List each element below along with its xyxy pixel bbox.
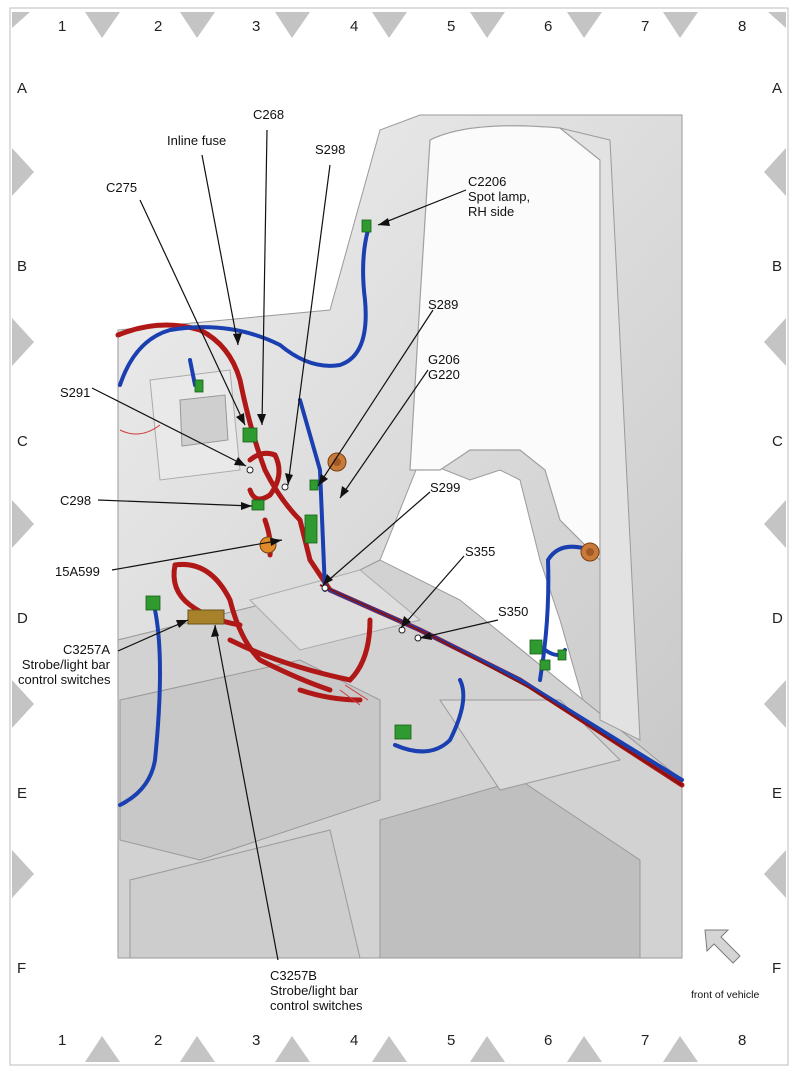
- c2206-connector: [361, 219, 372, 233]
- grid-col-4-top: 4: [350, 18, 359, 35]
- callout-s350: S350: [498, 604, 529, 619]
- grid-col-8-bottom: 8: [738, 1032, 747, 1049]
- callout-c3257b: C3257B Strobe/light bar control switches: [270, 968, 363, 1013]
- grid-row-d-right: D: [772, 610, 783, 627]
- connector-group: [304, 514, 318, 544]
- c298-connector: [251, 499, 265, 511]
- callout-c275: C275: [106, 180, 138, 195]
- callout-15a599: 15A599: [55, 564, 100, 579]
- c3257-switch-connector: [187, 609, 225, 625]
- callout-inline-fuse: Inline fuse: [167, 133, 227, 148]
- arrow-up-left-icon: [704, 929, 741, 964]
- callout-g206-g220: G206 G220: [428, 352, 460, 382]
- vehicle-body: [117, 114, 683, 959]
- grid-col-3-bottom: 3: [252, 1032, 261, 1049]
- grid-row-b-right: B: [772, 258, 783, 275]
- grid-col-6-top: 6: [544, 18, 553, 35]
- c275-connector: [242, 427, 258, 443]
- grid-col-7-bottom: 7: [641, 1032, 650, 1049]
- grid-col-3-top: 3: [252, 18, 261, 35]
- harness-edge: [319, 584, 683, 786]
- grid-col-5-top: 5: [447, 18, 456, 35]
- grid-col-5-bottom: 5: [447, 1032, 456, 1049]
- callout-s298: S298: [315, 142, 346, 157]
- grid-row-d-left: D: [17, 610, 28, 627]
- grid-col-4-bottom: 4: [350, 1032, 359, 1049]
- grid-row-f-left: F: [17, 960, 27, 977]
- top-border-triangles: [12, 12, 786, 38]
- callout-c2206: C2206 Spot lamp, RH side: [468, 174, 531, 219]
- right-border-triangles: [764, 148, 786, 898]
- connectors: [145, 219, 567, 740]
- grid-row-a-right: A: [772, 80, 783, 97]
- callout-c298: C298: [60, 493, 92, 508]
- front-of-vehicle-label: front of vehicle: [691, 989, 760, 1001]
- grid-row-e-left: E: [17, 785, 28, 802]
- grid-col-6-bottom: 6: [544, 1032, 553, 1049]
- callout-s355: S355: [465, 544, 496, 559]
- c3257a-connector-side: [145, 595, 161, 611]
- leader-arrowheads: [176, 218, 432, 640]
- grid-col-1-top: 1: [58, 18, 67, 35]
- frame-border: [9, 7, 789, 1066]
- grid-row-c-left: C: [17, 433, 28, 450]
- red-harness-thin: [119, 424, 369, 706]
- grid-row-e-right: E: [772, 785, 783, 802]
- grid-row-a-left: A: [17, 80, 28, 97]
- grid-col-1-bottom: 1: [58, 1032, 67, 1049]
- callout-c268: C268: [253, 107, 285, 122]
- leader-lines: [91, 129, 499, 961]
- callout-s299: S299: [430, 480, 461, 495]
- grid-row-c-right: C: [772, 433, 783, 450]
- grid-row-b-left: B: [17, 258, 28, 275]
- callout-c3257a: C3257A Strobe/light bar control switches: [18, 642, 111, 687]
- grid-col-8-top: 8: [738, 18, 747, 35]
- left-border-triangles: [12, 148, 34, 898]
- callout-s289: S289: [428, 297, 459, 312]
- grid-col-2-top: 2: [154, 18, 163, 35]
- grid-row-f-right: F: [772, 960, 782, 977]
- callout-s291: S291: [60, 385, 91, 400]
- grid-col-7-top: 7: [641, 18, 650, 35]
- grid-col-2-bottom: 2: [154, 1032, 163, 1049]
- splice-markers: [246, 466, 422, 642]
- bottom-border-triangles: [85, 1036, 698, 1062]
